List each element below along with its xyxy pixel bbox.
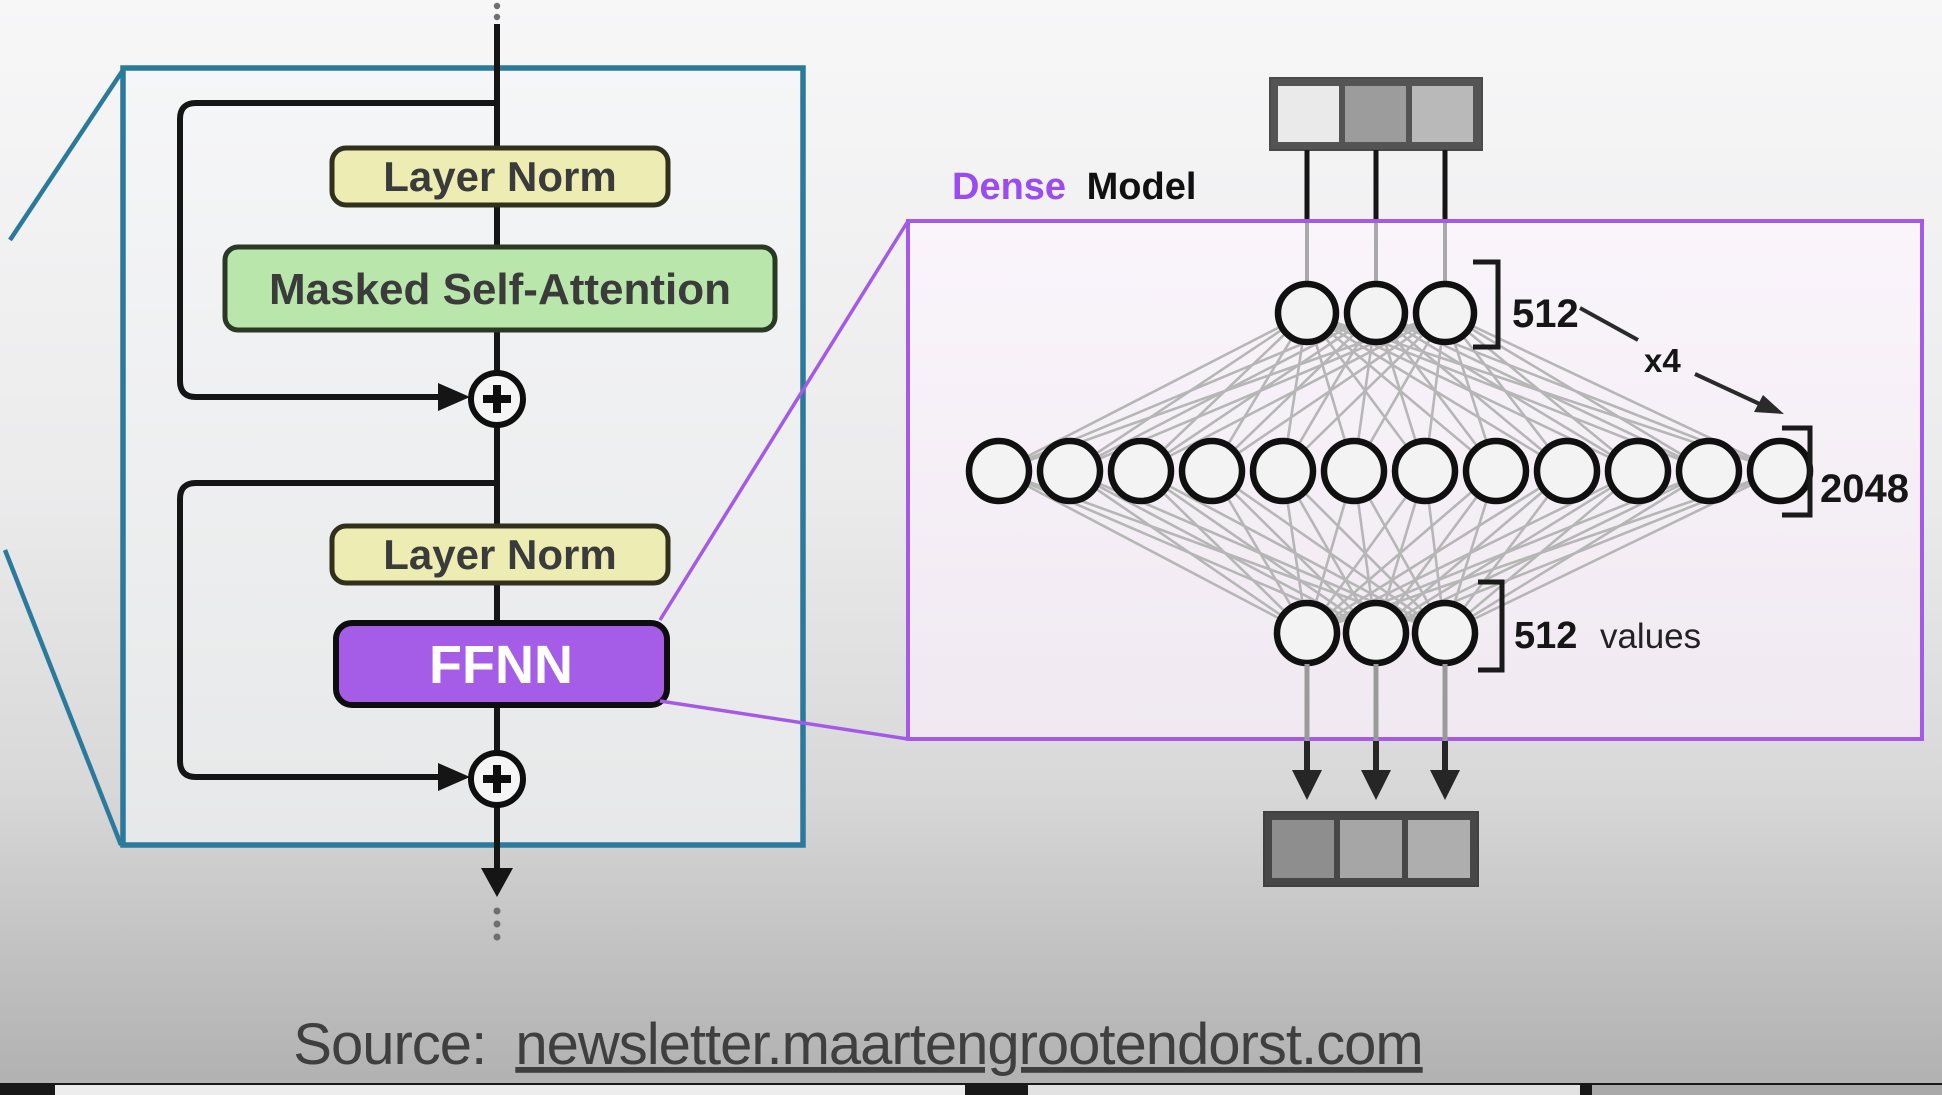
skip-arrowhead-2 xyxy=(438,763,470,791)
hidden-neuron xyxy=(1178,437,1246,505)
connection-line xyxy=(1069,469,1308,635)
input-embedding-block xyxy=(1269,77,1483,151)
ffnn-box xyxy=(333,620,670,708)
progress-segment[interactable] xyxy=(55,1085,965,1095)
hidden-neuron xyxy=(1249,437,1317,505)
multiplier-arrow-segment xyxy=(1694,372,1765,408)
source-link: newsletter.maartengrootendorst.com xyxy=(515,1012,1422,1077)
layer-norm-2-label: Layer Norm xyxy=(383,531,616,578)
hidden-neuron xyxy=(965,437,1033,505)
input-neuron xyxy=(1412,280,1478,346)
callout-line-bottom xyxy=(659,699,909,741)
token-cell xyxy=(1278,86,1339,142)
progress-segment[interactable] xyxy=(1592,1085,1942,1095)
token-cell xyxy=(1345,86,1406,142)
output-arrowhead xyxy=(1430,770,1460,800)
skip-connection-2 xyxy=(177,480,497,780)
multiplier-label: x4 xyxy=(1644,342,1681,379)
token-cell xyxy=(1340,820,1402,878)
connection-line xyxy=(1282,312,1446,472)
layer-norm-2-box xyxy=(329,523,671,586)
connection-line xyxy=(1443,312,1569,472)
connection-line xyxy=(998,469,1308,635)
masked-self-attention-label: Masked Self-Attention xyxy=(269,265,731,314)
input-neuron xyxy=(1274,280,1340,346)
input-size-label: 512 xyxy=(1512,292,1579,336)
multiplier-annotation: x4 xyxy=(1579,306,1784,414)
network-neurons xyxy=(965,280,1814,667)
skip-connection-1 xyxy=(177,100,497,400)
video-progress-bar[interactable] xyxy=(0,1083,1942,1095)
output-arrows xyxy=(1292,664,1460,800)
hidden-size-label: 2048 xyxy=(1820,467,1909,511)
hidden-neuron xyxy=(1036,437,1104,505)
hidden-size-bracket xyxy=(1782,425,1813,518)
output-arrowhead xyxy=(1361,770,1391,800)
hidden-neuron xyxy=(1320,437,1388,505)
output-size-bracket xyxy=(1478,579,1505,673)
zoom-perspective-line-bottom-left xyxy=(2,549,124,846)
connection-line xyxy=(1140,470,1308,634)
plus-icon xyxy=(483,385,511,413)
token-cell xyxy=(1408,820,1470,878)
connection-line xyxy=(1306,469,1568,635)
token-cell xyxy=(1272,820,1334,878)
source-prefix: Source: xyxy=(293,1012,486,1077)
connection-line xyxy=(1305,470,1427,634)
connection-line xyxy=(1306,470,1497,634)
multiplier-arrowhead xyxy=(1754,395,1784,414)
output-size-number: 512 xyxy=(1514,615,1577,657)
hidden-neuron xyxy=(1604,437,1672,505)
output-neuron xyxy=(1411,599,1479,667)
token-cell xyxy=(1412,86,1473,142)
connection-line xyxy=(1444,311,1710,473)
hidden-neuron xyxy=(1746,437,1814,505)
masked-self-attention-box xyxy=(222,244,778,333)
continuation-dot xyxy=(493,2,501,10)
output-size-suffix: values xyxy=(1600,617,1701,656)
layer-norm-1-label: Layer Norm xyxy=(383,153,616,200)
dense-model-panel: Dense Model 512 xyxy=(906,77,1924,887)
continuation-dot xyxy=(493,907,501,915)
continuation-dot xyxy=(493,933,501,941)
connection-line xyxy=(1211,311,1446,473)
skip-arrowhead-1 xyxy=(438,383,470,411)
plus-icon xyxy=(483,765,511,793)
dense-model-box-border xyxy=(906,219,1924,741)
continuation-dot xyxy=(493,13,501,21)
callout-line-top xyxy=(658,220,910,621)
source-attribution: Source: newsletter.maartengrootendorst.c… xyxy=(293,1012,1422,1077)
hidden-neuron xyxy=(1391,437,1459,505)
hidden-neuron xyxy=(1675,437,1743,505)
continuation-dot xyxy=(493,920,501,928)
multiplier-arrow-segment xyxy=(1579,306,1639,342)
dense-model-title-word1: Dense xyxy=(952,166,1066,208)
output-embedding-block xyxy=(1263,811,1479,887)
ffnn-label: FFNN xyxy=(429,635,573,695)
output-neuron xyxy=(1342,599,1410,667)
hidden-neuron xyxy=(1462,437,1530,505)
hidden-neuron xyxy=(1533,437,1601,505)
output-neuron xyxy=(1273,599,1341,667)
zoom-perspective-line-top-left xyxy=(8,68,125,242)
transformer-block-diagram: Layer Norm Masked Self-Attention Layer N… xyxy=(2,2,806,941)
input-neuron xyxy=(1343,280,1409,346)
layer-norm-1-box xyxy=(329,145,671,208)
progress-segment[interactable] xyxy=(1028,1085,1580,1095)
hidden-neuron xyxy=(1107,437,1175,505)
input-drop-lines xyxy=(1304,150,1448,286)
dense-model-title: Dense Model xyxy=(952,166,1196,208)
flow-arrowhead-bottom xyxy=(481,868,513,897)
dense-model-title-word2: Model xyxy=(1087,166,1197,208)
output-size-label: 512 values xyxy=(1514,615,1701,657)
connection-line xyxy=(1444,311,1639,473)
input-size-bracket xyxy=(1473,259,1501,350)
output-arrowhead xyxy=(1292,770,1322,800)
